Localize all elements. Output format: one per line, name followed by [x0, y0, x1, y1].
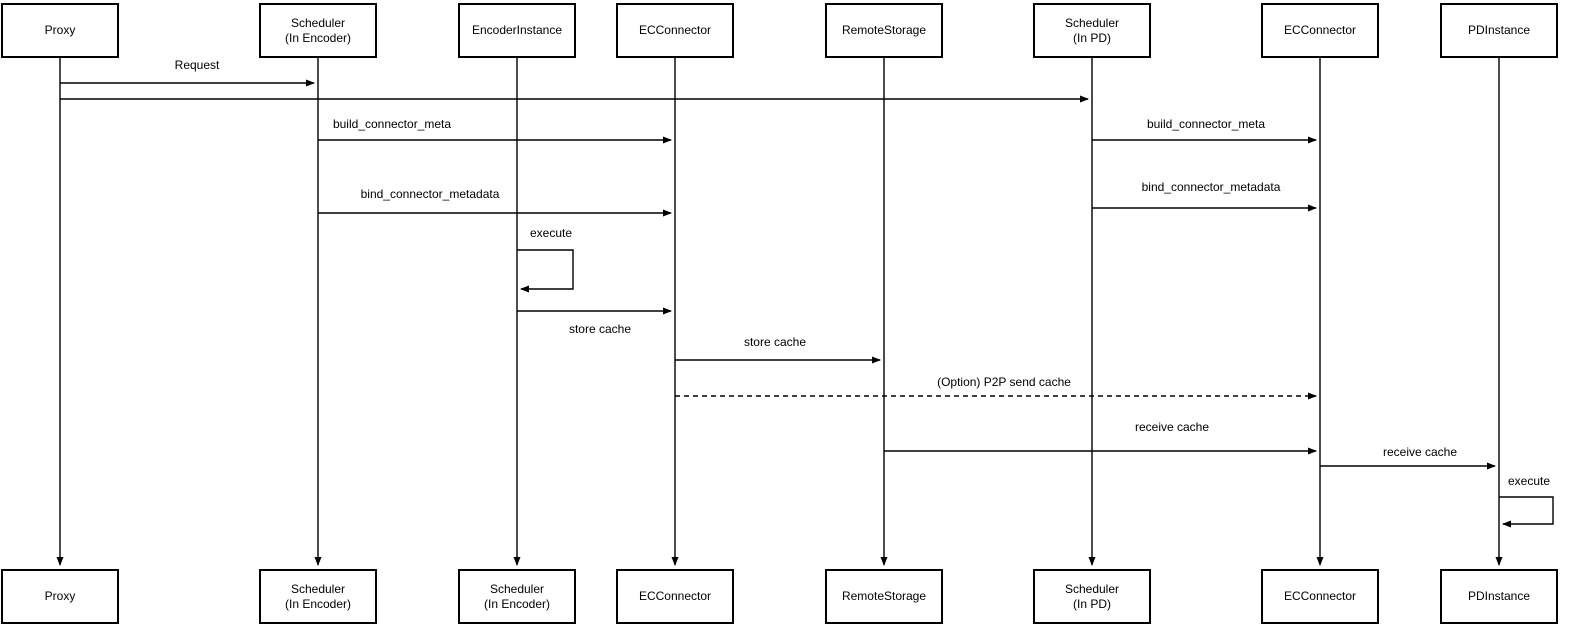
- participant-bottom-ecconnector-right: ECConnector: [1261, 569, 1379, 624]
- participant-bottom-pdinstance: PDInstance: [1440, 569, 1558, 624]
- participant-top-encoderinstance: EncoderInstance: [458, 3, 576, 58]
- message-label-receive-cache-2: receive cache: [1382, 445, 1458, 459]
- message-label-receive-cache-1: receive cache: [1134, 420, 1210, 434]
- participant-bottom-scheduler-encoder: Scheduler (In Encoder): [259, 569, 377, 624]
- message-label-build-connector-meta-right: build_connector_meta: [1146, 117, 1266, 131]
- message-label-execute-pd: execute: [1507, 474, 1551, 488]
- message-label-build-connector-meta-left: build_connector_meta: [332, 117, 452, 131]
- message-label-store-cache-1: store cache: [568, 322, 632, 336]
- arrow-execute-self-encoder: [517, 249, 574, 293]
- participant-top-scheduler-encoder: Scheduler (In Encoder): [259, 3, 377, 58]
- participant-bottom-proxy: Proxy: [1, 569, 119, 624]
- message-label-bind-connector-metadata-left: bind_connector_metadata: [360, 187, 500, 201]
- participant-top-pdinstance: PDInstance: [1440, 3, 1558, 58]
- participant-bottom-scheduler-pd: Scheduler (In PD): [1033, 569, 1151, 624]
- participant-top-proxy: Proxy: [1, 3, 119, 58]
- participant-bottom-remotestorage: RemoteStorage: [825, 569, 943, 624]
- participant-bottom-ecconnector-left: ECConnector: [616, 569, 734, 624]
- message-label-store-cache-2: store cache: [743, 335, 807, 349]
- participant-top-ecconnector-right: ECConnector: [1261, 3, 1379, 58]
- message-label-execute-encoder: execute: [529, 226, 573, 240]
- message-label-p2p-send-cache: (Option) P2P send cache: [937, 375, 1071, 389]
- lifelines: [56, 58, 1503, 566]
- participant-top-ecconnector-left: ECConnector: [616, 3, 734, 58]
- arrow-execute-self-pd: [1499, 496, 1554, 528]
- message-label-request: Request: [174, 58, 220, 72]
- participant-top-scheduler-pd: Scheduler (In PD): [1033, 3, 1151, 58]
- message-arrows: [60, 79, 1554, 528]
- participant-bottom-scheduler-encoder-2: Scheduler (In Encoder): [458, 569, 576, 624]
- participant-top-remotestorage: RemoteStorage: [825, 3, 943, 58]
- message-label-bind-connector-metadata-right: bind_connector_metadata: [1141, 180, 1281, 194]
